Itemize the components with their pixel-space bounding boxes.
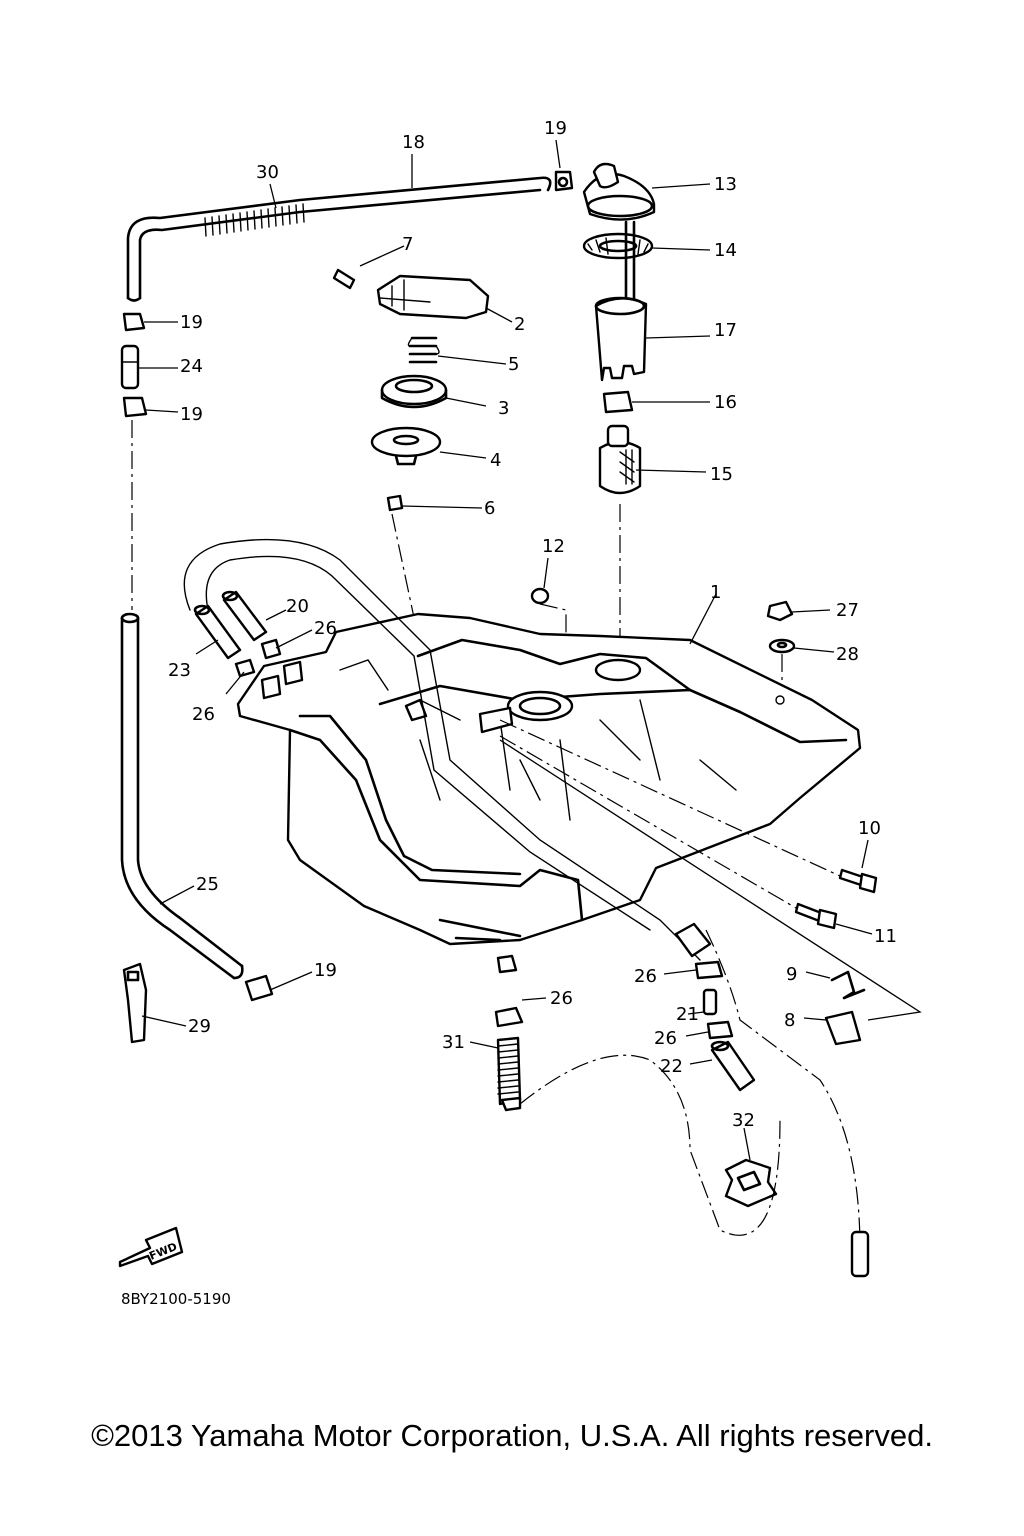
fwd-arrow-icon: FWD <box>118 1226 184 1268</box>
label-part-20: 20 <box>286 596 309 617</box>
label-part-2: 2 <box>514 314 525 335</box>
label-part-19-bottom: 19 <box>314 960 337 981</box>
label-part-11: 11 <box>874 926 897 947</box>
retainer-8 <box>824 1010 862 1046</box>
bolt-10 <box>838 868 878 894</box>
clamp-16 <box>602 390 634 414</box>
clamp-19-bottom <box>244 974 274 1002</box>
copyright-notice: ©2013 Yamaha Motor Corporation, U.S.A. A… <box>91 1418 933 1453</box>
label-part-21: 21 <box>676 1004 699 1025</box>
fitting-26-center-top <box>496 954 518 974</box>
gasket-4 <box>370 426 442 466</box>
label-part-5: 5 <box>508 354 519 375</box>
clamp-19-top <box>554 170 574 192</box>
washer-28 <box>768 638 796 654</box>
label-part-26-right-a: 26 <box>634 966 657 987</box>
label-part-22: 22 <box>660 1056 683 1077</box>
vent-hose-loop <box>183 538 701 961</box>
label-part-9: 9 <box>786 964 797 985</box>
pickup-tube-17 <box>594 296 648 382</box>
hose-25 <box>120 612 244 980</box>
clamp-19-left-upper <box>122 312 146 332</box>
label-part-14: 14 <box>714 240 737 261</box>
spring-5 <box>407 336 440 364</box>
joint-21 <box>702 988 718 1016</box>
label-part-32: 32 <box>732 1110 755 1131</box>
label-part-19-left-lower: 19 <box>180 404 203 425</box>
label-part-28: 28 <box>836 644 859 665</box>
label-part-23: 23 <box>168 660 191 681</box>
label-part-27: 27 <box>836 600 859 621</box>
clamp-26-c <box>694 960 724 980</box>
clip-12 <box>530 587 550 605</box>
label-part-12: 12 <box>542 536 565 557</box>
label-part-26-right-b: 26 <box>654 1028 677 1049</box>
label-part-24: 24 <box>180 356 203 377</box>
holder-32 <box>724 1158 778 1208</box>
label-part-29: 29 <box>188 1016 211 1037</box>
washer-14 <box>582 232 654 260</box>
nut-27 <box>766 600 794 622</box>
label-part-18: 18 <box>402 132 425 153</box>
spring-sleeve-30 <box>204 203 305 237</box>
clamp-26-center <box>494 1006 524 1028</box>
label-part-31: 31 <box>442 1032 465 1053</box>
cap-2 <box>376 274 490 320</box>
label-part-7: 7 <box>402 234 413 255</box>
leader-lines <box>138 139 873 1161</box>
clip-6 <box>386 494 404 512</box>
pickup-cap-13 <box>582 162 656 221</box>
part-number-labels: 30 18 19 13 7 14 19 2 17 24 5 16 19 3 4 … <box>168 118 897 1131</box>
label-part-26-center: 26 <box>550 988 573 1009</box>
clamp-26-a <box>260 638 282 660</box>
hose-22 <box>710 1040 756 1092</box>
label-part-4: 4 <box>490 450 501 471</box>
fuel-tank-1 <box>236 612 862 946</box>
breather-hose-18 <box>126 176 552 302</box>
label-part-19-top: 19 <box>544 118 567 139</box>
clamp-26-b <box>234 658 256 678</box>
pin-7 <box>332 268 356 290</box>
label-part-8: 8 <box>784 1010 795 1031</box>
clip-9 <box>830 970 866 1000</box>
clamp-26-d <box>706 1020 734 1040</box>
label-part-16: 16 <box>714 392 737 413</box>
label-part-1: 1 <box>710 582 721 603</box>
label-part-10: 10 <box>858 818 881 839</box>
joint-24 <box>120 344 140 390</box>
label-part-3: 3 <box>498 398 509 419</box>
label-part-30: 30 <box>256 162 279 183</box>
hose-20 <box>221 590 268 642</box>
label-part-15: 15 <box>710 464 733 485</box>
drain-hose-right <box>674 922 870 1278</box>
label-part-19-left-upper: 19 <box>180 312 203 333</box>
drawing-code: 8BY2100-5190 <box>121 1290 231 1308</box>
label-part-13: 13 <box>714 174 737 195</box>
label-part-6: 6 <box>484 498 495 519</box>
bolt-11 <box>794 902 838 930</box>
label-part-26-left: 26 <box>192 704 215 725</box>
hose-23 <box>193 604 242 660</box>
clamp-19-left-lower <box>122 396 148 418</box>
label-part-26-upper: 26 <box>314 618 337 639</box>
gasket-3 <box>380 374 448 409</box>
band-29 <box>122 962 148 1044</box>
filter-15 <box>598 424 642 495</box>
label-part-25: 25 <box>196 874 219 895</box>
hose-31 <box>496 1036 522 1112</box>
label-part-17: 17 <box>714 320 737 341</box>
